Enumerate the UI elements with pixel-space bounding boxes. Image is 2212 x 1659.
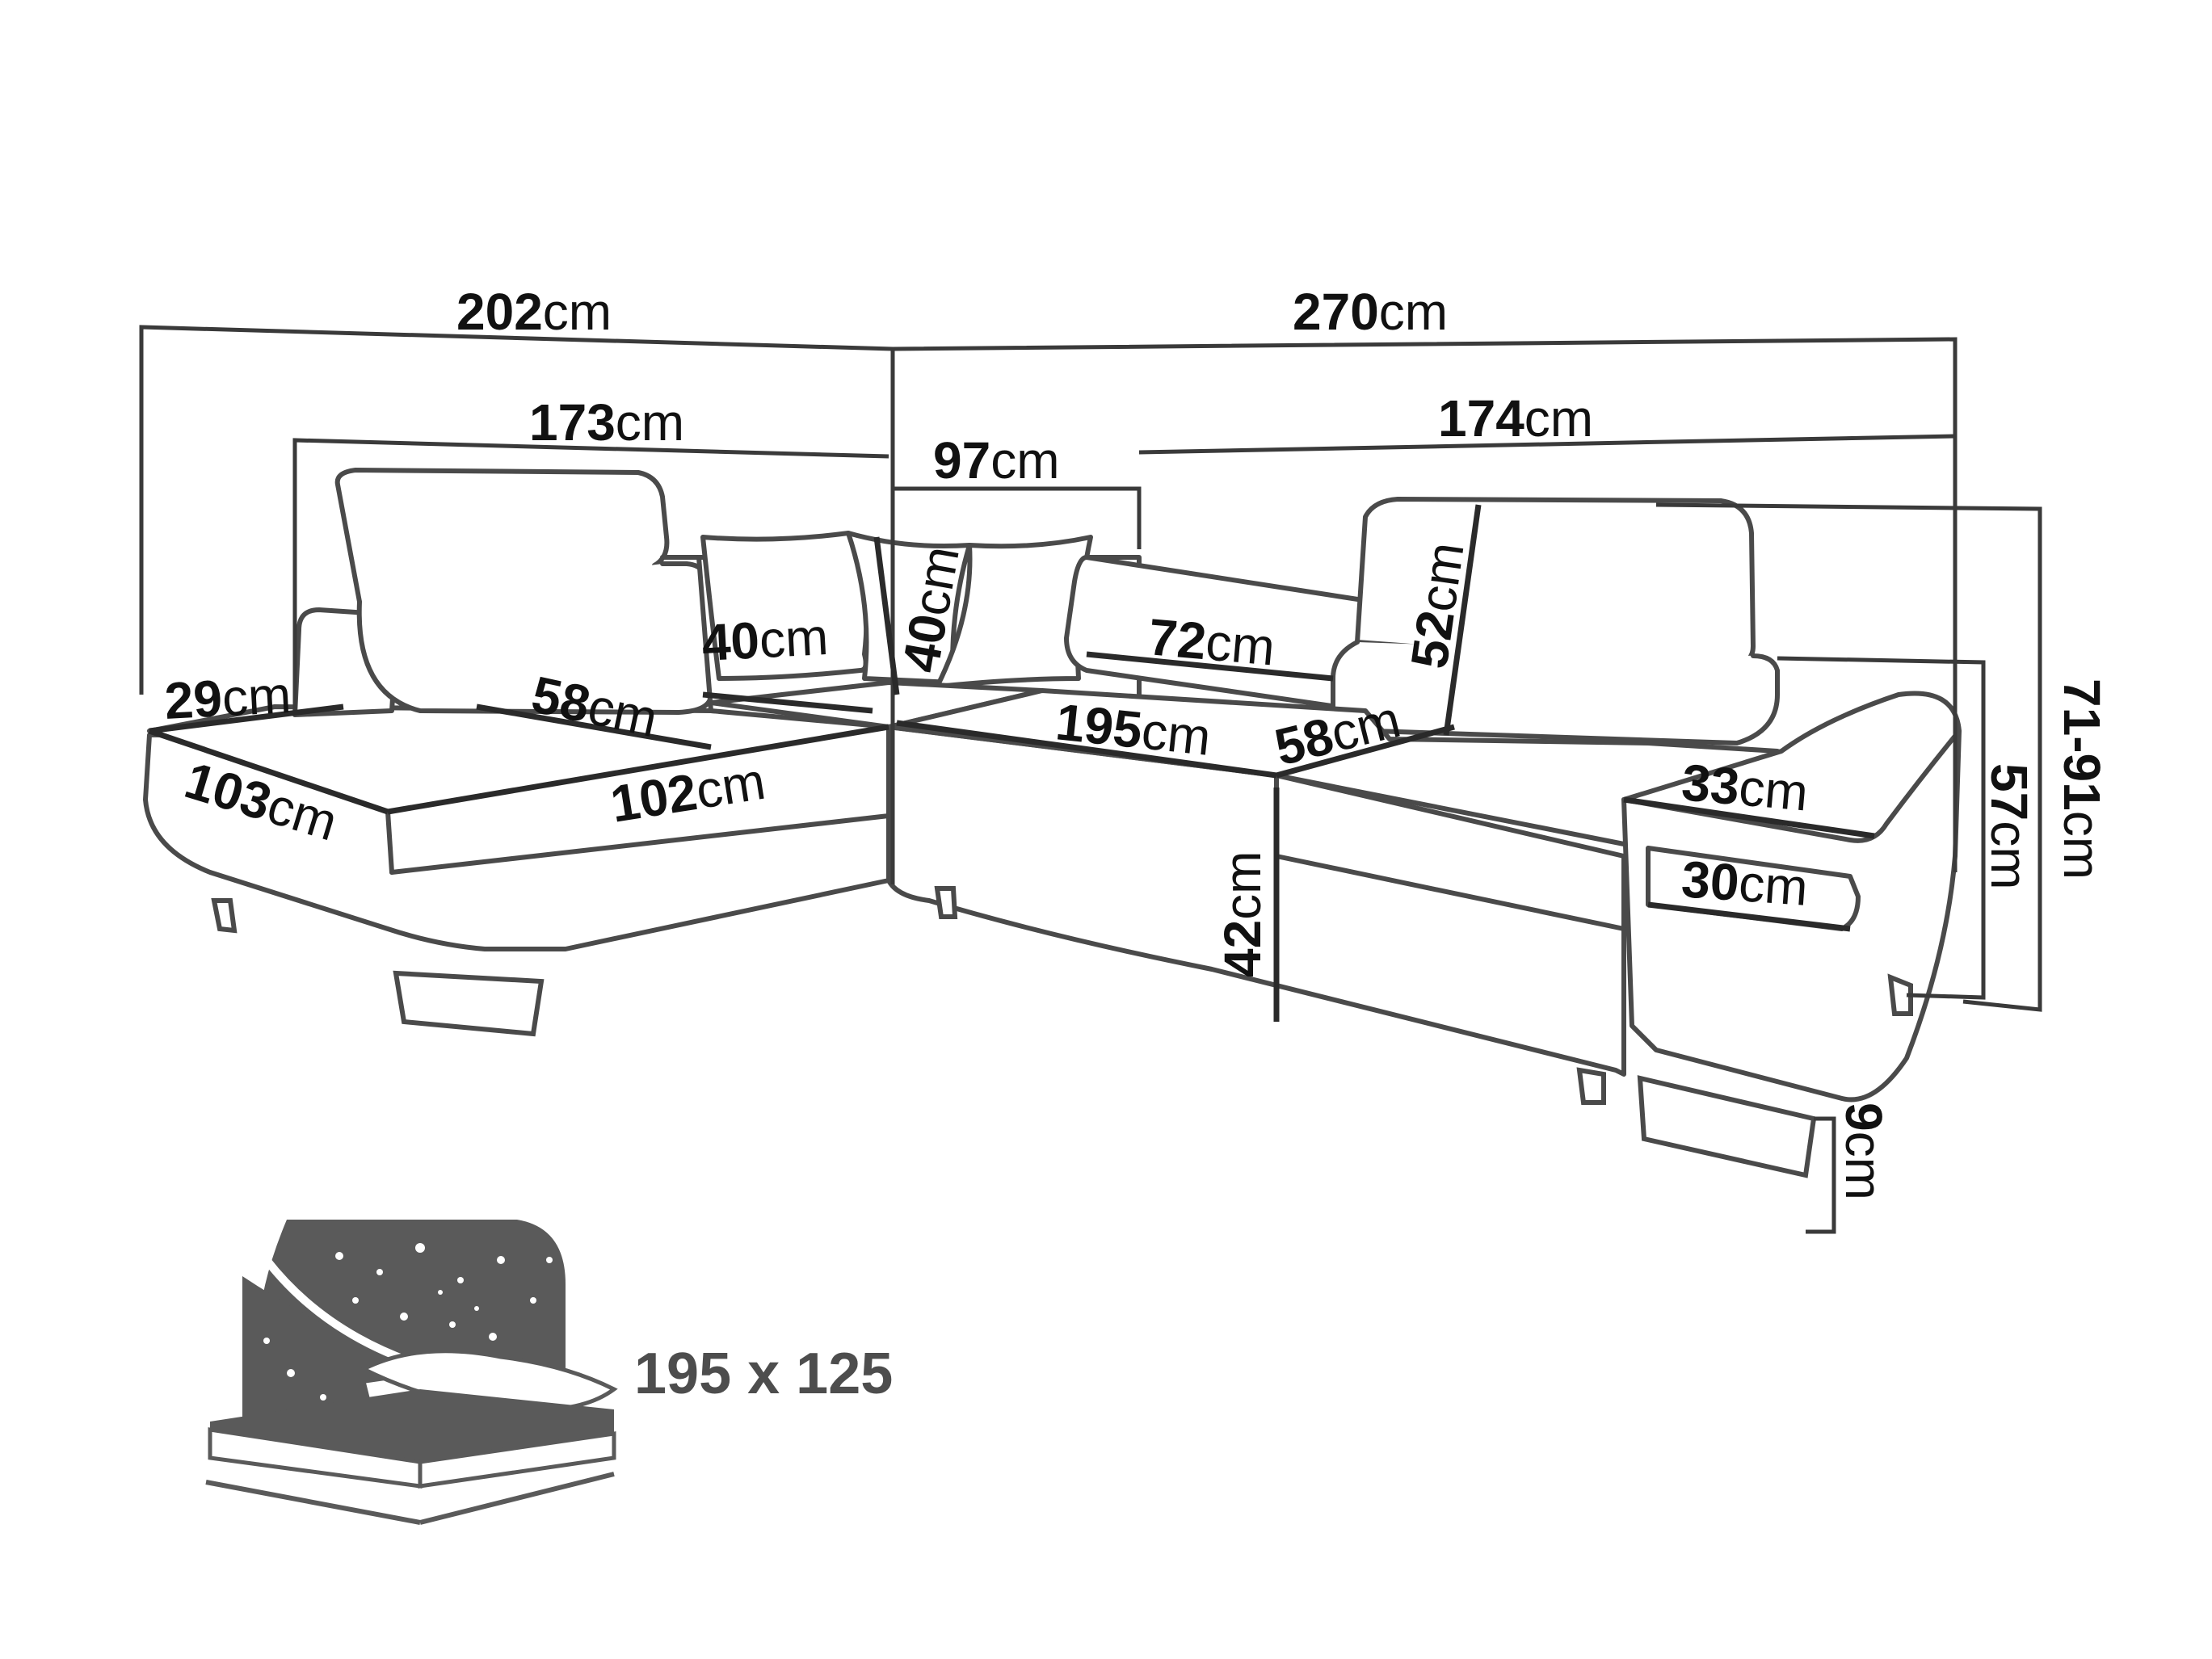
label-195: 195cm [1053,692,1214,766]
dim-line-9 [1806,1116,1836,1234]
label-33: 33cm [1680,753,1810,821]
label-71-91: 71-91cm [2053,678,2111,880]
dim-line-58-left [476,704,712,750]
label-202: 202cm [456,283,612,341]
dimension-labels: 202cm 270cm 173cm 97cm 174cm 40cm 40cm 7… [163,283,2111,1200]
right-rear-leg [1887,973,1913,1016]
dim-line-57 [1777,656,1986,1000]
label-58-left: 58cm [527,665,662,748]
dim-line-29 [149,704,344,734]
label-29: 29cm [163,666,292,730]
dim-line-40-h [873,536,900,695]
label-174: 174cm [1438,389,1593,447]
dim-line-270 [892,337,1958,872]
dim-line-52 [1443,504,1482,736]
label-42: 42cm [1213,851,1272,978]
label-97: 97cm [933,431,1060,489]
label-72: 72cm [1146,607,1277,676]
label-270: 270cm [1293,283,1448,341]
pillow-right [935,535,1093,689]
bed-with-starry-night-icon [205,1220,618,1525]
dim-line-103 [148,728,389,815]
left-front-leg [393,970,545,1037]
dim-line-173 [292,438,889,711]
corner-leg [934,886,958,919]
right-armrest [1621,691,1962,1102]
label-57: 57cm [1980,763,2038,890]
corner-sofa-drawing [143,468,1962,1178]
right-armrest-top [1621,729,1962,843]
night-sky-panel-left [242,1276,372,1430]
dim-line-195 [896,720,1277,779]
label-102: 102cm [607,752,769,834]
label-30: 30cm [1680,850,1810,917]
dim-line-102 [387,724,889,815]
dim-line-174 [1138,434,1956,455]
right-middle-leg [1576,1067,1606,1105]
dim-line-30 [1647,901,1851,932]
label-52: 52cm [1400,539,1475,672]
right-backrest [1331,640,1780,746]
dim-line-58-right [1276,724,1455,779]
right-seat [886,688,1784,846]
label-9: 9cm [1835,1102,1893,1200]
dim-line-97 [893,486,1142,549]
left-seat-crease [385,809,394,875]
mattress-front [418,1431,616,1489]
label-173: 173cm [529,393,684,452]
stars-decoration [263,1243,553,1401]
right-section-base [886,724,1626,1077]
left-rear-leg [211,898,238,934]
dim-line-33 [1623,796,1875,839]
right-front-leg [1637,1075,1817,1178]
label-40-width: 40cm [700,607,830,672]
dim-line-72 [1086,651,1334,682]
length-arrow [419,1472,615,1525]
width-arrow [205,1480,421,1525]
dim-line-71-91 [1655,502,2042,1012]
sleeping-area-label: 195 x 125 [634,1342,893,1406]
dim-line-40-w [702,691,873,714]
dim-line-202 [139,325,894,695]
left-seat-front-line [389,813,891,875]
label-40-height: 40cm [891,542,970,677]
dimension-lines [139,325,2042,1234]
right-seat-front [1274,854,1626,931]
